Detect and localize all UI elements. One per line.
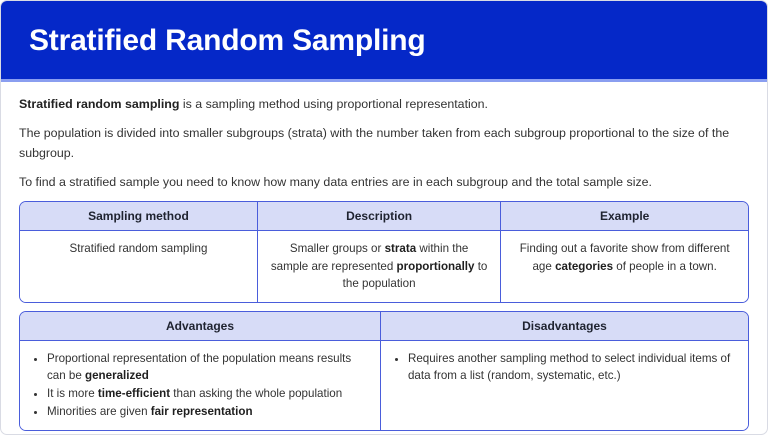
desc-bold-1: strata [384,242,417,256]
intro-paragraph-1-bold: Stratified random sampling [19,97,180,111]
list-item-bold: fair representation [150,405,253,419]
cell-description: Smaller groups or strata within the samp… [257,231,502,302]
advantages-list: Proportional representation of the popul… [32,350,368,421]
example-text-1: Finding out a favorite show from differe… [519,242,730,273]
list-item: Proportional representation of the popul… [47,350,368,384]
list-item-text: It is more [47,386,98,400]
example-text-2: of people in a town. [613,259,717,273]
main-content: Stratified random sampling is a sampling… [1,82,767,432]
page-footer: Stratified random sampling requires a se… [1,431,767,434]
list-item-text-tail: than asking the whole population [170,386,343,400]
column-header-sampling-method: Sampling method [20,202,258,232]
sampling-method-table: Sampling method Description Example Stra… [19,201,749,303]
list-item: Minorities are given fair representation [47,403,368,420]
intro-paragraph-2: The population is divided into smaller s… [19,126,730,161]
page-header: Stratified Random Sampling [1,1,767,79]
table-header-row: Sampling method Description Example [20,202,748,232]
list-item-text: Minorities are given [47,405,151,419]
desc-bold-2: proportionally [396,259,475,273]
intro-paragraph-3: To find a stratified sample you need to … [19,175,652,190]
desc-text-3: to the population [342,259,488,291]
cell-disadvantages: Requires another sampling method to sele… [380,340,748,431]
column-header-example: Example [501,202,748,232]
column-header-disadvantages: Disadvantages [380,311,748,341]
intro-paragraph-1-rest: is a sampling method using proportional … [179,97,488,111]
list-item-bold: generalized [85,368,149,382]
column-header-advantages: Advantages [20,311,381,341]
cell-advantages: Proportional representation of the popul… [20,340,381,431]
page-title: Stratified Random Sampling [29,23,426,57]
desc-text-2: within the sample are represented [270,242,469,273]
table-row: Proportional representation of the popul… [20,340,748,431]
table-row: Stratified random sampling Smaller group… [20,231,748,302]
list-item-text: Proportional representation of the popul… [47,351,352,382]
list-item: Requires another sampling method to sele… [408,350,736,384]
cell-example: Finding out a favorite show from differe… [501,231,748,302]
header-underline [1,79,767,82]
table-header-row: Advantages Disadvantages [20,311,748,341]
disadvantages-list: Requires another sampling method to sele… [393,350,736,384]
cell-sampling-method: Stratified random sampling [20,231,258,302]
list-item-text: Requires another sampling method to sele… [407,351,731,382]
list-item: It is more time-efficient than asking th… [47,385,368,402]
pros-cons-table: Advantages Disadvantages Proportional re… [19,310,749,432]
example-bold-1: categories [555,259,614,273]
desc-text-1: Smaller groups or [289,242,385,256]
intro-paragraph-1: Stratified random sampling is a sampling… [19,94,749,114]
list-item-bold: time-efficient [97,386,171,400]
column-header-description: Description [257,202,502,232]
